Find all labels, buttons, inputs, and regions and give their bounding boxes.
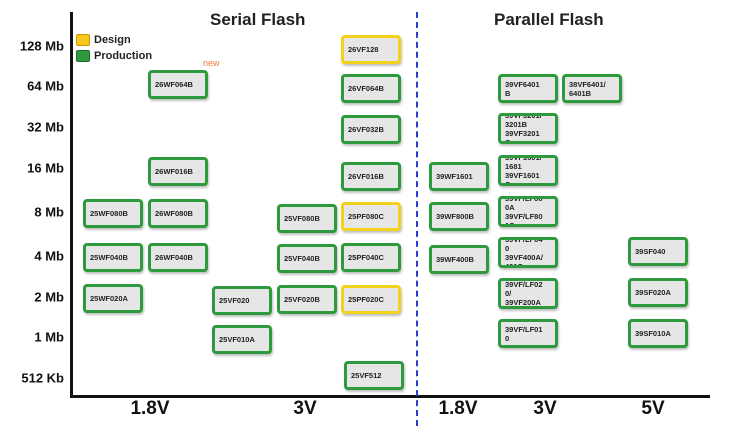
- chip-box: 39SF020A: [628, 278, 688, 307]
- chip-box: 39SF040: [628, 237, 688, 266]
- chip-label: 39WF800B: [436, 212, 474, 221]
- y-label-64mb: 64 Mb: [27, 78, 64, 94]
- y-label-512kb: 512 Kb: [21, 370, 64, 386]
- chip-box: 25PF080C: [341, 202, 401, 231]
- serial-parallel-divider: [416, 12, 418, 426]
- chip-box: 25VF040B: [277, 244, 337, 273]
- chip-box: 26WF080B: [148, 199, 208, 228]
- legend: Design Production: [76, 32, 152, 64]
- chip-box: 25WF040B: [83, 243, 143, 272]
- chip-box: 26VF128: [341, 35, 401, 64]
- chip-label: 39SF020A: [635, 288, 671, 297]
- chip-label: 25VF020B: [284, 295, 320, 304]
- y-label-128mb: 128 Mb: [19, 38, 64, 54]
- y-label-1mb: 1 Mb: [34, 329, 64, 345]
- legend-production: Production: [76, 48, 152, 64]
- chip-label: 26VF064B: [348, 84, 384, 93]
- y-label-16mb: 16 Mb: [27, 160, 64, 176]
- chip-label: 25VF040B: [284, 254, 320, 263]
- chip-label: 25WF040B: [90, 253, 128, 262]
- chip-box: 26WF040B: [148, 243, 208, 272]
- chip-box: 39VF/LF80 0A 39VF/LF80 1C: [498, 196, 558, 227]
- chip-label: 25WF020A: [90, 294, 128, 303]
- chip-box: 25VF020B: [277, 285, 337, 314]
- chip-label: 25VF512: [351, 371, 382, 380]
- chip-box: 39WF800B: [429, 202, 489, 231]
- chip-box: 39VF1601/ 1681 39VF1601 C: [498, 155, 558, 186]
- chip-label: 25PF020C: [348, 295, 384, 304]
- x-label-serial-3v: 3V: [293, 398, 317, 419]
- chip-box: 39VF/LF04 0 39VF400A/ 401C: [498, 237, 558, 268]
- chip-label: 39SF010A: [635, 329, 671, 338]
- chip-label: 26WF040B: [155, 253, 193, 262]
- x-axis-line: [70, 395, 710, 398]
- chip-label: 39VF1601/ 1681 39VF1601 C: [505, 155, 542, 186]
- chip-box: 25VF020: [212, 286, 272, 315]
- chip-box: 25VF512: [344, 361, 404, 390]
- chip-label: 25WF080B: [90, 209, 128, 218]
- chip-label: 25VF010A: [219, 335, 255, 344]
- chip-box: 39SF010A: [628, 319, 688, 348]
- legend-production-label: Production: [94, 50, 153, 62]
- production-swatch-icon: [76, 50, 90, 62]
- chip-box: 39WF400B: [429, 245, 489, 274]
- y-label-4mb: 4 Mb: [34, 248, 64, 264]
- chip-box: 26VF032B: [341, 115, 401, 144]
- chip-label: 39WF1601: [436, 172, 473, 181]
- chip-label: 25VF080B: [284, 214, 320, 223]
- y-label-2mb: 2 Mb: [34, 289, 64, 305]
- chip-label: 38VF6401/ 6401B: [569, 79, 606, 98]
- chip-label: 39VF3201/ 3201B 39VF3201 C: [505, 113, 542, 144]
- x-label-parallel-1v8: 1.8V: [438, 398, 478, 419]
- chip-label: 25VF020: [219, 296, 250, 305]
- chip-box: 39VF/LF01 0: [498, 319, 558, 348]
- chip-box: 25WF020A: [83, 284, 143, 313]
- chip-box: 25WF080B: [83, 199, 143, 228]
- chip-label: 26WF080B: [155, 209, 193, 218]
- chip-label: 26VF032B: [348, 125, 384, 134]
- legend-design: Design: [76, 32, 152, 48]
- new-tag: new: [203, 58, 220, 68]
- chip-box: 26WF064B: [148, 70, 208, 99]
- chip-label: 39VF/LF01 0: [505, 324, 543, 343]
- chip-box: 26VF016B: [341, 162, 401, 191]
- chip-label: 39SF040: [635, 247, 666, 256]
- y-axis-line: [70, 12, 73, 398]
- x-label-parallel-5v: 5V: [641, 398, 665, 419]
- legend-design-label: Design: [94, 34, 131, 46]
- chip-box: 39VF/LF02 0/ 39VF200A: [498, 278, 558, 309]
- chip-box: 38VF6401/ 6401B: [562, 74, 622, 103]
- x-label-parallel-3v: 3V: [533, 398, 557, 419]
- chip-box: 39WF1601: [429, 162, 489, 191]
- chip-label: 26VF016B: [348, 172, 384, 181]
- y-label-8mb: 8 Mb: [34, 204, 64, 220]
- chip-label: 26WF064B: [155, 80, 193, 89]
- chip-label: 26VF128: [348, 45, 379, 54]
- chip-label: 39VF/LF02 0/ 39VF200A: [505, 280, 543, 307]
- chip-box: 25PF020C: [341, 285, 401, 314]
- serial-flash-title: Serial Flash: [210, 10, 306, 29]
- chip-label: 39VF6401 B: [505, 79, 540, 98]
- design-swatch-icon: [76, 34, 90, 46]
- chip-label: 25PF040C: [348, 253, 384, 262]
- chip-box: 39VF6401 B: [498, 74, 558, 103]
- chip-label: 25PF080C: [348, 212, 384, 221]
- parallel-flash-title: Parallel Flash: [494, 10, 604, 29]
- chip-label: 39WF400B: [436, 255, 474, 264]
- chip-box: 25VF080B: [277, 204, 337, 233]
- chip-label: 39VF/LF80 0A 39VF/LF80 1C: [505, 196, 543, 227]
- y-label-32mb: 32 Mb: [27, 119, 64, 135]
- chip-box: 26VF064B: [341, 74, 401, 103]
- chip-box: 25VF010A: [212, 325, 272, 354]
- x-label-serial-1v8: 1.8V: [130, 398, 170, 419]
- chip-label: 26WF016B: [155, 167, 193, 176]
- chip-box: 26WF016B: [148, 157, 208, 186]
- chip-label: 39VF/LF04 0 39VF400A/ 401C: [505, 237, 543, 268]
- chip-box: 25PF040C: [341, 243, 401, 272]
- chip-box: 39VF3201/ 3201B 39VF3201 C: [498, 113, 558, 144]
